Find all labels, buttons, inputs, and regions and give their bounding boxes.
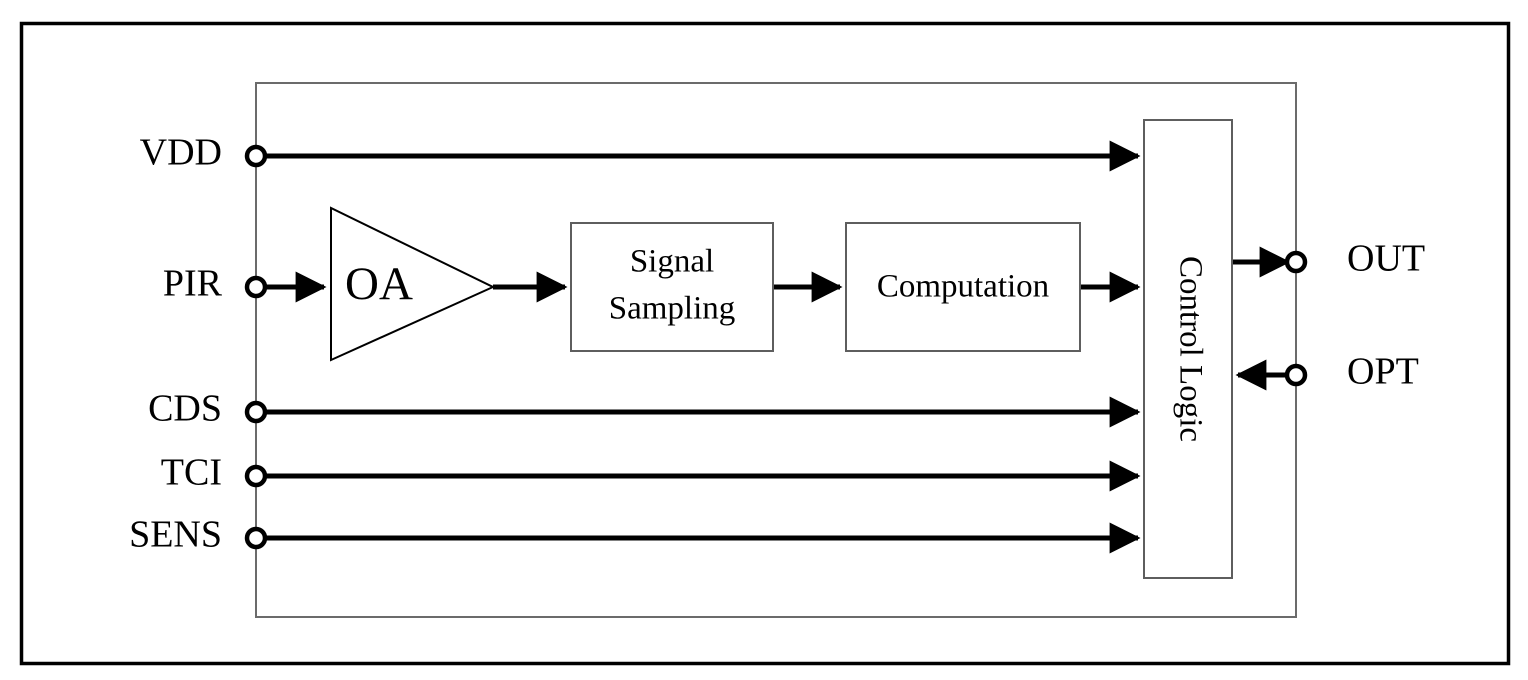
pin-label-tci: TCI xyxy=(161,452,222,494)
block-label-computation: Computation xyxy=(877,269,1049,305)
pin-label-cds: CDS xyxy=(148,388,222,430)
pin-node-tci[interactable] xyxy=(244,464,268,488)
block-computation xyxy=(845,222,1081,352)
pin-node-sens[interactable] xyxy=(244,526,268,550)
block-operational-amplifier xyxy=(330,206,496,362)
pin-label-out: OUT xyxy=(1347,238,1425,280)
block-label-signal-sampling-line2: Sampling xyxy=(609,291,736,327)
outer-frame xyxy=(19,21,1511,666)
pin-node-pir[interactable] xyxy=(244,275,268,299)
pin-label-vdd: VDD xyxy=(140,132,222,174)
pin-node-vdd[interactable] xyxy=(244,144,268,168)
pin-node-out[interactable] xyxy=(1284,250,1308,274)
block-signal-sampling xyxy=(570,222,774,352)
block-label-signal-sampling-line1: Signal xyxy=(630,244,714,280)
pin-node-opt[interactable] xyxy=(1284,363,1308,387)
pin-label-pir: PIR xyxy=(163,263,223,305)
pin-label-sens: SENS xyxy=(129,514,222,556)
chip-boundary-frame xyxy=(255,82,1297,618)
block-control-logic xyxy=(1143,119,1233,579)
pin-node-cds[interactable] xyxy=(244,400,268,424)
pin-label-opt: OPT xyxy=(1347,351,1419,393)
block-label-control-logic: Control Logic xyxy=(1172,256,1208,442)
block-label-oa: OA xyxy=(345,258,413,310)
